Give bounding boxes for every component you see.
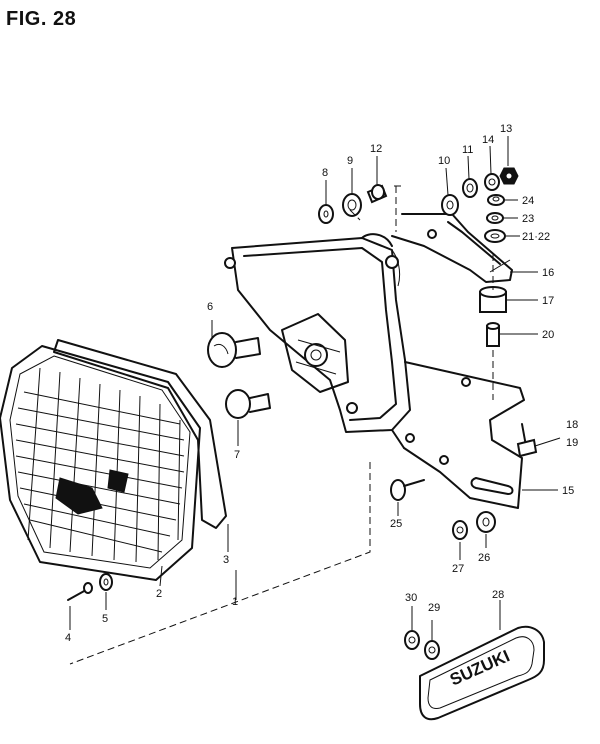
callout-19: 19	[566, 437, 578, 449]
upper-bracket	[391, 213, 513, 283]
leader-lines	[69, 136, 561, 665]
callout-labels: 1 2 3 4 5 6 7 8 9 10 11 12 13 14 15 16 1…	[65, 123, 578, 644]
tail-light-housing	[224, 233, 411, 433]
callout-2: 2	[156, 588, 162, 600]
bulb-7	[225, 389, 271, 419]
nut-30	[404, 630, 420, 650]
callout-7: 7	[234, 449, 240, 461]
callout-9: 9	[347, 155, 353, 167]
callout-20: 20	[542, 329, 554, 341]
callout-12: 12	[370, 143, 382, 155]
callout-24: 24	[522, 195, 534, 207]
washer-14	[484, 173, 500, 191]
collar-26	[476, 511, 496, 533]
callout-23: 23	[522, 213, 534, 225]
callout-3: 3	[223, 554, 229, 566]
callout-25: 25	[390, 518, 402, 530]
collar-12	[366, 184, 388, 204]
bulb-6	[207, 332, 261, 368]
washer-10	[441, 194, 459, 216]
callout-8: 8	[322, 167, 328, 179]
washer-29	[424, 640, 440, 660]
callout-29: 29	[428, 602, 440, 614]
mounting-bracket	[391, 361, 525, 509]
lens	[0, 345, 201, 581]
plate-logo: SUZUKI	[447, 646, 513, 689]
emblem-plate: SUZUKI	[419, 625, 545, 721]
callout-1: 1	[232, 596, 238, 608]
washer-8	[318, 204, 334, 224]
callout-16: 16	[542, 267, 554, 279]
nut-24	[487, 194, 505, 206]
nut-13	[499, 167, 519, 185]
figure-title: FIG. 28	[6, 8, 77, 30]
callout-13: 13	[500, 123, 512, 135]
bolt-18-19	[516, 423, 538, 458]
washer-27	[452, 520, 468, 540]
screw-4	[67, 582, 93, 601]
washer-21-22	[484, 229, 506, 243]
washer-23	[486, 212, 504, 224]
callout-17: 17	[542, 295, 554, 307]
callout-4: 4	[65, 632, 71, 644]
callout-14: 14	[482, 134, 494, 146]
callout-28: 28	[492, 589, 504, 601]
washer-11	[462, 178, 478, 198]
callout-30: 30	[405, 592, 417, 604]
collar-20	[486, 322, 500, 347]
callout-5: 5	[102, 613, 108, 625]
callout-21-22: 21·22	[522, 231, 550, 243]
callout-6: 6	[207, 301, 213, 313]
bolt-25	[390, 479, 425, 501]
washer-5	[99, 573, 113, 591]
callout-10: 10	[438, 155, 450, 167]
callout-15: 15	[562, 485, 574, 497]
grommet-17	[479, 286, 507, 313]
callout-18: 18	[566, 419, 578, 431]
callout-27: 27	[452, 563, 464, 575]
callout-26: 26	[478, 552, 490, 564]
callout-11: 11	[462, 144, 473, 156]
lens-gasket	[53, 339, 227, 529]
